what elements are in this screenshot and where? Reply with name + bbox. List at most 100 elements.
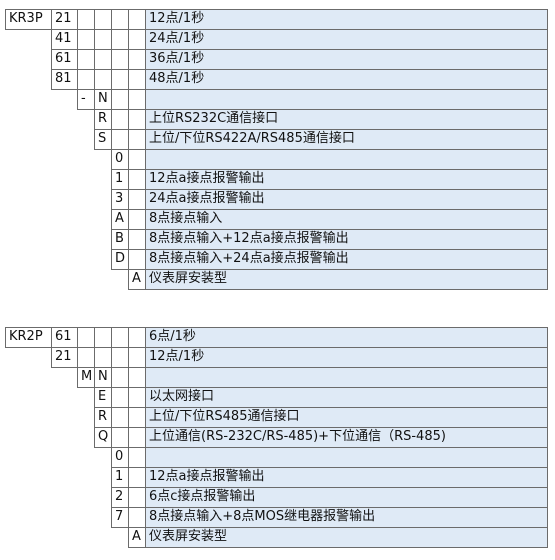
model-code: KR2P bbox=[5, 327, 52, 348]
alarm-desc bbox=[145, 447, 548, 468]
blank-cell bbox=[111, 109, 129, 130]
comm-desc: 上位通信(RS-232C/RS-485)+下位通信（RS-485) bbox=[145, 427, 548, 448]
capacity-desc: 48点/1秒 bbox=[145, 69, 548, 90]
blank-cell bbox=[128, 149, 146, 170]
comm-code: R bbox=[94, 407, 112, 428]
blank-cell bbox=[111, 367, 129, 388]
alarm-desc: 8点接点输入+12点a接点报警输出 bbox=[145, 229, 548, 250]
mount-code: A bbox=[128, 527, 146, 548]
capacity-code: 41 bbox=[51, 29, 78, 50]
capacity-code: 81 bbox=[51, 69, 78, 90]
capacity-desc: 24点/1秒 bbox=[145, 29, 548, 50]
comm-code: S bbox=[94, 129, 112, 150]
blank-cell bbox=[94, 69, 112, 90]
blank-cell bbox=[128, 367, 146, 388]
option-m-code: M bbox=[77, 367, 95, 388]
blank-cell bbox=[128, 507, 146, 528]
capacity-code: 61 bbox=[51, 49, 78, 70]
blank-cell bbox=[111, 407, 129, 428]
comm-code: N bbox=[94, 89, 112, 110]
blank-cell bbox=[94, 49, 112, 70]
comm-code: Q bbox=[94, 427, 112, 448]
capacity-desc: 36点/1秒 bbox=[145, 49, 548, 70]
capacity-desc: 12点/1秒 bbox=[145, 347, 548, 368]
alarm-code: 1 bbox=[111, 169, 129, 190]
blank-cell bbox=[128, 467, 146, 488]
blank-cell bbox=[128, 9, 146, 30]
blank-cell bbox=[128, 347, 146, 368]
mount-desc: 仪表屏安装型 bbox=[145, 269, 548, 290]
blank-cell bbox=[111, 327, 129, 348]
comm-desc: 以太网接口 bbox=[145, 387, 548, 408]
blank-cell bbox=[111, 89, 129, 110]
blank-cell bbox=[94, 29, 112, 50]
blank-cell bbox=[128, 89, 146, 110]
blank-cell bbox=[111, 29, 129, 50]
dash-cell: - bbox=[77, 89, 95, 110]
comm-desc: 上位/下位RS422A/RS485通信接口 bbox=[145, 129, 548, 150]
blank-cell bbox=[128, 169, 146, 190]
alarm-desc: 8点接点输入 bbox=[145, 209, 548, 230]
blank-cell bbox=[128, 129, 146, 150]
alarm-desc: 24点a接点报警输出 bbox=[145, 189, 548, 210]
comm-desc: 上位RS232C通信接口 bbox=[145, 109, 548, 130]
comm-code: R bbox=[94, 109, 112, 130]
blank-cell bbox=[111, 49, 129, 70]
blank-cell bbox=[128, 209, 146, 230]
blank-cell bbox=[77, 9, 95, 30]
blank-cell bbox=[77, 49, 95, 70]
blank-cell bbox=[128, 29, 146, 50]
blank-cell bbox=[128, 387, 146, 408]
alarm-code: 0 bbox=[111, 149, 129, 170]
blank-cell bbox=[94, 347, 112, 368]
blank-cell bbox=[111, 9, 129, 30]
comm-code: N bbox=[94, 367, 112, 388]
blank-cell bbox=[128, 229, 146, 250]
alarm-desc: 8点接点输入+24点a接点报警输出 bbox=[145, 249, 548, 270]
alarm-desc: 12点a接点报警输出 bbox=[145, 169, 548, 190]
blank-cell bbox=[77, 347, 95, 368]
blank-cell bbox=[128, 189, 146, 210]
blank-cell bbox=[128, 407, 146, 428]
blank-cell bbox=[128, 327, 146, 348]
model-code: KR3P bbox=[5, 9, 52, 30]
comm-desc bbox=[145, 367, 548, 388]
alarm-desc bbox=[145, 149, 548, 170]
blank-cell bbox=[128, 447, 146, 468]
alarm-code: B bbox=[111, 229, 129, 250]
alarm-code: 2 bbox=[111, 487, 129, 508]
blank-cell bbox=[77, 327, 95, 348]
blank-cell bbox=[111, 129, 129, 150]
blank-cell bbox=[94, 327, 112, 348]
alarm-code: 7 bbox=[111, 507, 129, 528]
blank-cell bbox=[111, 69, 129, 90]
blank-cell bbox=[77, 69, 95, 90]
alarm-code: A bbox=[111, 209, 129, 230]
blank-cell bbox=[128, 109, 146, 130]
alarm-code: 3 bbox=[111, 189, 129, 210]
blank-cell bbox=[128, 69, 146, 90]
capacity-desc: 6点/1秒 bbox=[145, 327, 548, 348]
alarm-desc: 12点a接点报警输出 bbox=[145, 467, 548, 488]
capacity-code: 21 bbox=[51, 347, 78, 368]
comm-desc bbox=[145, 89, 548, 110]
blank-cell bbox=[94, 9, 112, 30]
blank-cell bbox=[111, 347, 129, 368]
alarm-desc: 8点接点输入+8点MOS继电器报警输出 bbox=[145, 507, 548, 528]
comm-code: E bbox=[94, 387, 112, 408]
blank-cell bbox=[111, 427, 129, 448]
blank-cell bbox=[128, 487, 146, 508]
alarm-code: 1 bbox=[111, 467, 129, 488]
capacity-code: 21 bbox=[51, 9, 78, 30]
blank-cell bbox=[77, 29, 95, 50]
mount-code: A bbox=[128, 269, 146, 290]
capacity-desc: 12点/1秒 bbox=[145, 9, 548, 30]
blank-cell bbox=[111, 387, 129, 408]
mount-desc: 仪表屏安装型 bbox=[145, 527, 548, 548]
comm-desc: 上位/下位RS485通信接口 bbox=[145, 407, 548, 428]
blank-cell bbox=[128, 49, 146, 70]
alarm-code: 0 bbox=[111, 447, 129, 468]
blank-cell bbox=[128, 249, 146, 270]
capacity-code: 61 bbox=[51, 327, 78, 348]
